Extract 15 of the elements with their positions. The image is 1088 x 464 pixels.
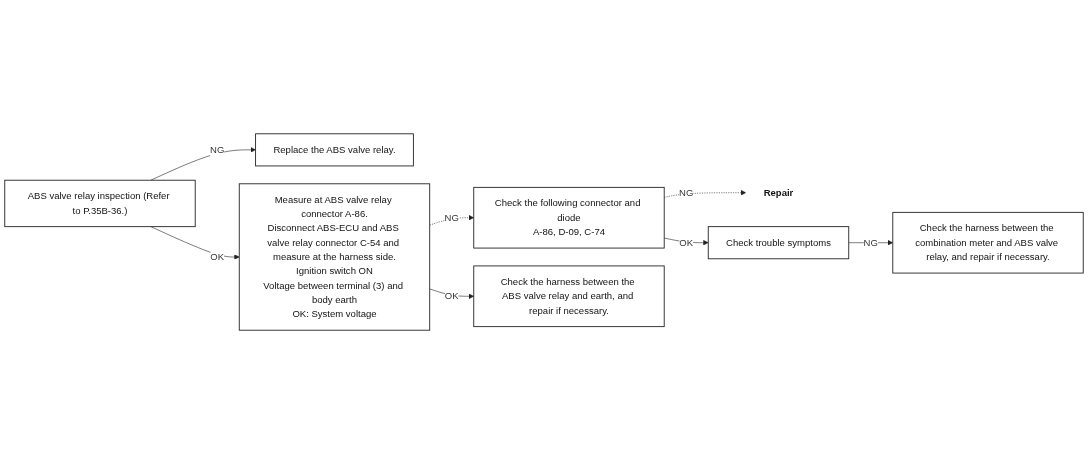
edge-label: OK (679, 237, 694, 248)
edge-label: OK (444, 290, 459, 302)
node-box: Check the harness between the combination meter and ABS valve relay, and repair if necessary. (892, 211, 1084, 274)
node-box: ABS valve relay inspection (Refer to P.35B-36.) (4, 179, 196, 228)
node-box: Replace the ABS valve relay. (255, 133, 414, 167)
edge-label: NG (444, 212, 459, 223)
edge-label: OK (210, 251, 225, 262)
edge-label: NG (210, 144, 225, 155)
edge-label: NG (863, 237, 878, 248)
node-box: Check the harness between the ABS valve relay and earth, and repair if necessary. (473, 265, 665, 328)
node-box: Measure at ABS valve relay connector A-86. Disconnect ABS-ECU and ABS valve relay connector C-54 and measure at the harness side. Ignition switch ON Voltage between terminal (3) and body earth OK: System voltage (238, 183, 431, 331)
node-box: Check trouble symptoms (707, 226, 850, 260)
edge-label: NG (679, 187, 694, 198)
node-text: Repair (763, 187, 794, 198)
node-box: Check the following connector and diode A-86, D-09, C-74 (473, 186, 665, 249)
